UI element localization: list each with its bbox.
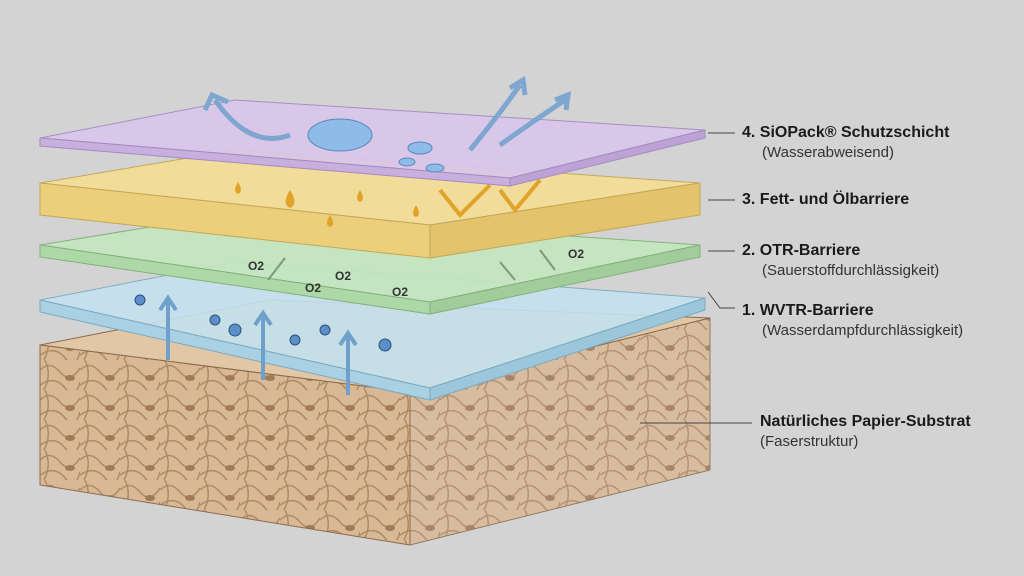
up-arrows	[158, 294, 358, 395]
water-droplet-icon	[307, 118, 373, 152]
label-paper-substrate: Natürliches Papier-Substrat (Faserstrukt…	[760, 412, 971, 452]
wvtr-barrier-layer	[39, 261, 706, 401]
label-subtitle: (Sauerstoffdurchlässigkeit)	[762, 262, 940, 279]
label-title: 4. SiOPack® Schutzschicht	[742, 124, 950, 141]
label-subtitle: (Faserstruktur)	[760, 433, 859, 450]
oxygen-label: O2	[248, 259, 264, 273]
label-title: Natürliches Papier-Substrat	[760, 413, 971, 430]
label-subtitle: (Wasserabweisend)	[762, 144, 894, 161]
oil-drops-icon	[235, 182, 419, 227]
oxygen-label: O2	[568, 247, 584, 261]
label-otr-barrier: 2. OTR-Barriere (Sauerstoffdurchlässigke…	[742, 241, 939, 281]
deflect-arrows-icon	[438, 178, 542, 218]
label-subtitle: (Wasserdampfdurchlässigkeit)	[762, 322, 964, 339]
leader-lines	[640, 132, 752, 424]
label-title: 2. OTR-Barriere	[742, 242, 861, 259]
label-title: 1. WVTR-Barriere	[742, 302, 874, 319]
label-grease-barrier: 3. Fett- und Ölbarriere	[742, 190, 909, 210]
oxygen-label: O2	[392, 285, 408, 299]
oxygen-label: O2	[305, 281, 321, 295]
water-vapor-molecules	[134, 294, 392, 352]
label-siopack: 4. SiOPack® Schutzschicht (Wasserabweise…	[742, 123, 949, 163]
label-title: 3. Fett- und Ölbarriere	[742, 191, 910, 208]
repel-arrows-icon	[202, 75, 572, 152]
grease-barrier-layer	[39, 149, 701, 259]
label-wvtr-barrier: 1. WVTR-Barriere (Wasserdampfdurchlässig…	[742, 301, 963, 341]
oxygen-label: O2	[335, 269, 351, 283]
oxygen-arrows-icon	[267, 249, 556, 281]
